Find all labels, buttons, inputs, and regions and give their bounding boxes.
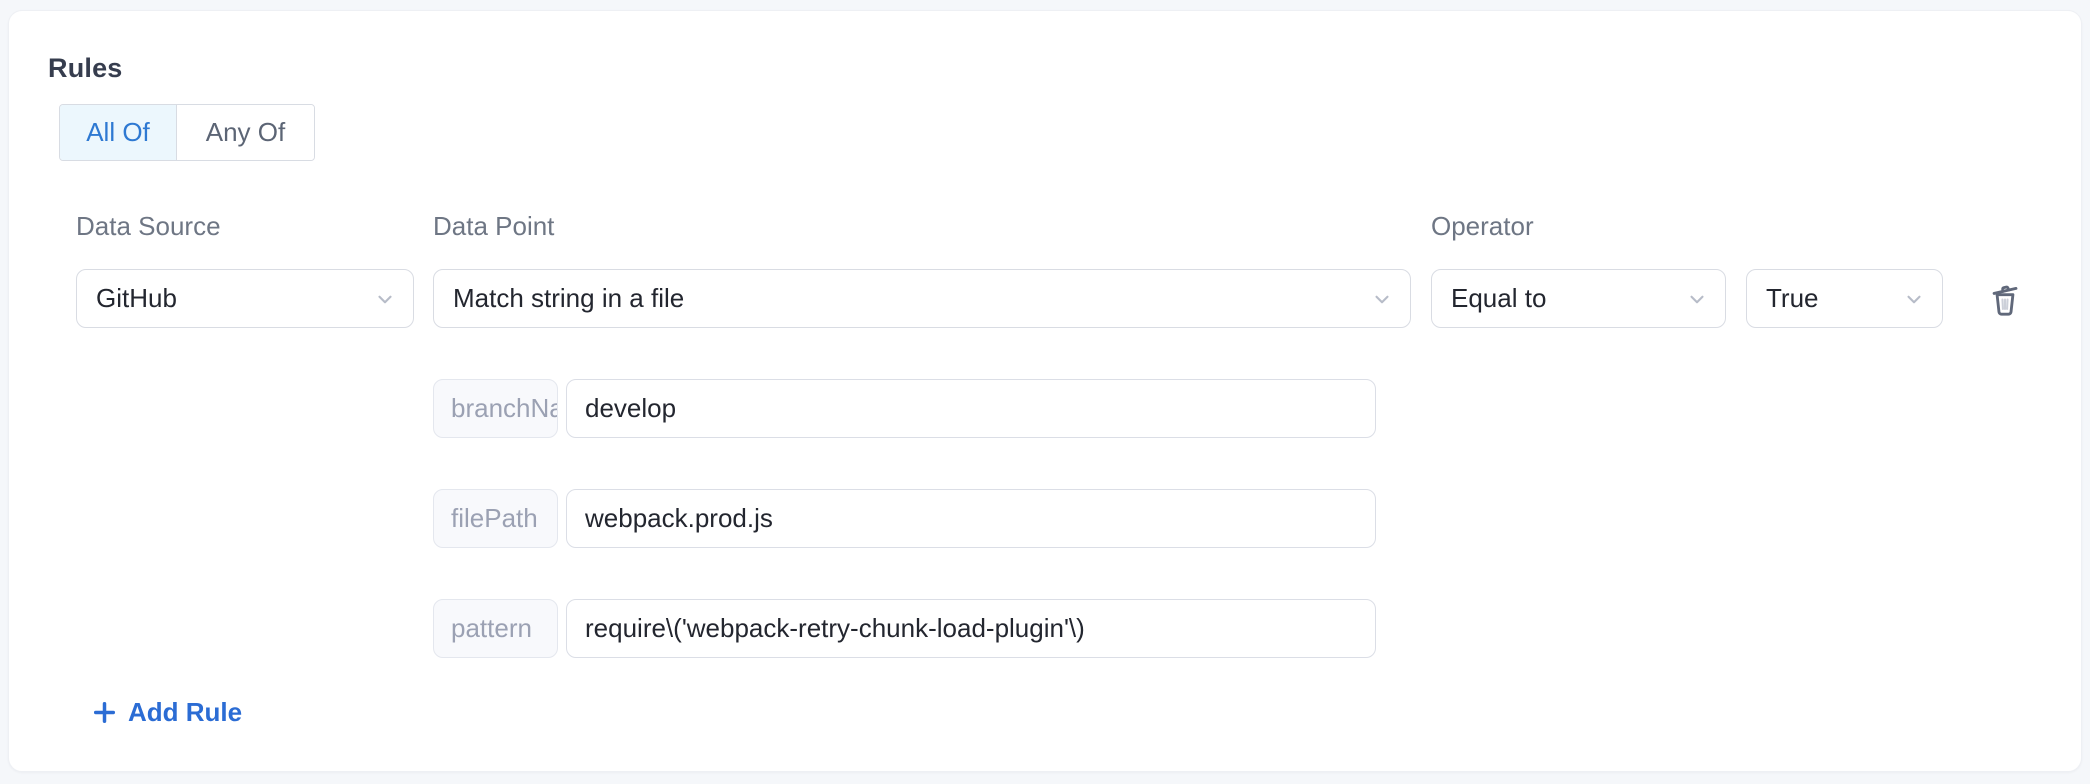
delete-rule-button[interactable] (1981, 275, 2029, 323)
data-point-value: Match string in a file (453, 283, 685, 313)
data-point-select[interactable]: Match string in a file (433, 269, 1411, 328)
operator-value: Equal to (1451, 283, 1547, 313)
param-value-input-branch-name[interactable] (566, 379, 1376, 438)
add-rule-button[interactable]: Add Rule (85, 691, 248, 734)
chevron-down-icon (1903, 288, 1925, 310)
param-value-input-file-path[interactable] (566, 489, 1376, 548)
data-source-select[interactable]: GitHub (76, 269, 414, 328)
toggle-all-of[interactable]: All Of (60, 105, 176, 160)
trash-icon (1986, 280, 2024, 318)
data-source-label: Data Source (76, 211, 221, 241)
plus-icon (91, 699, 118, 726)
expected-value: True (1766, 283, 1819, 313)
chevron-down-icon (1371, 288, 1393, 310)
param-name-box: branchName (433, 379, 558, 438)
operator-select[interactable]: Equal to (1431, 269, 1726, 328)
expected-value-select[interactable]: True (1746, 269, 1943, 328)
data-point-label: Data Point (433, 211, 555, 241)
param-value-input-pattern[interactable] (566, 599, 1376, 658)
rules-section-title: Rules (48, 53, 123, 83)
param-name-box: filePath (433, 489, 558, 548)
data-source-value: GitHub (96, 283, 177, 313)
match-mode-toggle: All Of Any Of (59, 104, 315, 161)
add-rule-label: Add Rule (128, 697, 243, 727)
chevron-down-icon (1686, 288, 1708, 310)
param-name-box: pattern (433, 599, 558, 658)
toggle-any-of[interactable]: Any Of (176, 105, 314, 160)
operator-label: Operator (1431, 211, 1534, 241)
rules-card: Rules All Of Any Of Data Source Data Poi… (8, 10, 2082, 772)
chevron-down-icon (374, 288, 396, 310)
